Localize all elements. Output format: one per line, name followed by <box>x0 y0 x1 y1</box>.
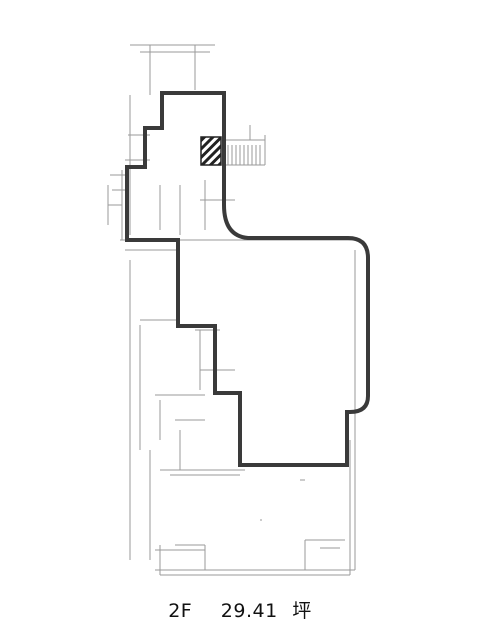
hatched-column <box>200 136 222 166</box>
background-plan-lines <box>107 44 360 576</box>
plan-caption: 2F 29.41 坪 <box>0 596 480 623</box>
area-value: 29.41 <box>220 600 278 622</box>
tenant-boundary <box>125 91 370 467</box>
floor-label: 2F <box>168 600 193 622</box>
area-unit: 坪 <box>292 600 312 622</box>
